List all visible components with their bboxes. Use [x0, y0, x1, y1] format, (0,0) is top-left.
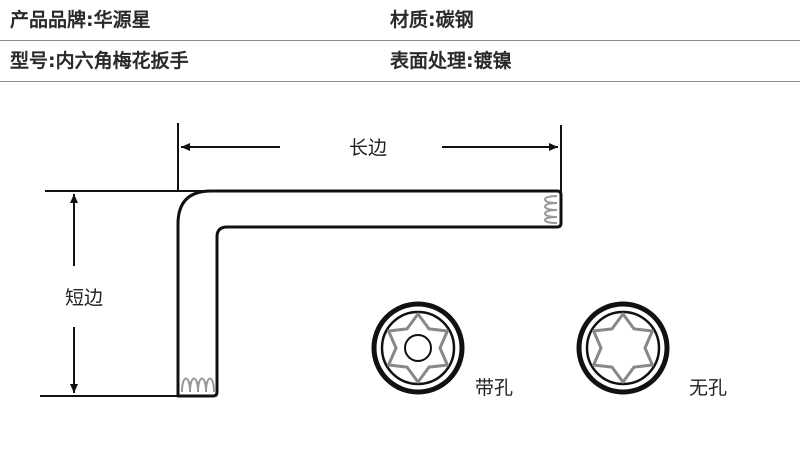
- spec-material-value: 碳钢: [435, 9, 474, 31]
- spec-brand-value: 华源星: [93, 9, 151, 31]
- spec-separator: :: [466, 50, 474, 72]
- spec-finish-value: 镀镍: [473, 50, 512, 72]
- tip-without-hole-inner-ring: [585, 310, 661, 386]
- tip-without-hole-outline: [576, 301, 670, 395]
- center-hole-icon: [404, 334, 432, 362]
- spec-table: 产品品牌:华源星 材质:碳钢 型号:内六角梅花扳手 表面处理:镀镍: [0, 0, 800, 82]
- tip-with-hole-label: 带孔: [475, 377, 513, 399]
- spec-model-value: 内六角梅花扳手: [55, 50, 189, 72]
- torx-star-icon: [387, 312, 449, 384]
- spec-brand: 产品品牌:华源星: [10, 7, 151, 33]
- torx-star-icon: [592, 312, 654, 384]
- spec-finish: 表面处理:镀镍: [390, 48, 512, 74]
- spec-separator: :: [428, 9, 436, 31]
- wrench-body: [176, 189, 563, 398]
- long-end-flutes: [544, 195, 558, 224]
- spec-material: 材质:碳钢: [390, 7, 474, 33]
- tip-with-hole-outline: [371, 301, 465, 395]
- spec-row: 型号:内六角梅花扳手 表面处理:镀镍: [0, 41, 800, 82]
- tip-without-hole-label: 无孔: [689, 377, 727, 399]
- long-side-label: 长边: [349, 137, 387, 159]
- long-side-dimension: 长边: [177, 123, 562, 212]
- spec-model: 型号:内六角梅花扳手: [10, 48, 189, 74]
- spec-material-label: 材质: [390, 9, 429, 31]
- spec-model-label: 型号: [10, 50, 49, 72]
- tip-with-hole-inner-ring: [380, 310, 456, 386]
- spec-finish-label: 表面处理: [390, 50, 467, 72]
- tip-without-hole: 无孔: [576, 301, 727, 399]
- short-end-flutes: [181, 377, 215, 393]
- spec-row: 产品品牌:华源星 材质:碳钢: [0, 0, 800, 41]
- spec-separator: :: [48, 50, 56, 72]
- spec-separator: :: [86, 9, 94, 31]
- short-side-label: 短边: [65, 287, 103, 309]
- short-side-dimension: 短边: [40, 190, 212, 397]
- spec-brand-label: 产品品牌: [10, 9, 87, 31]
- tip-with-hole: 带孔: [371, 301, 513, 399]
